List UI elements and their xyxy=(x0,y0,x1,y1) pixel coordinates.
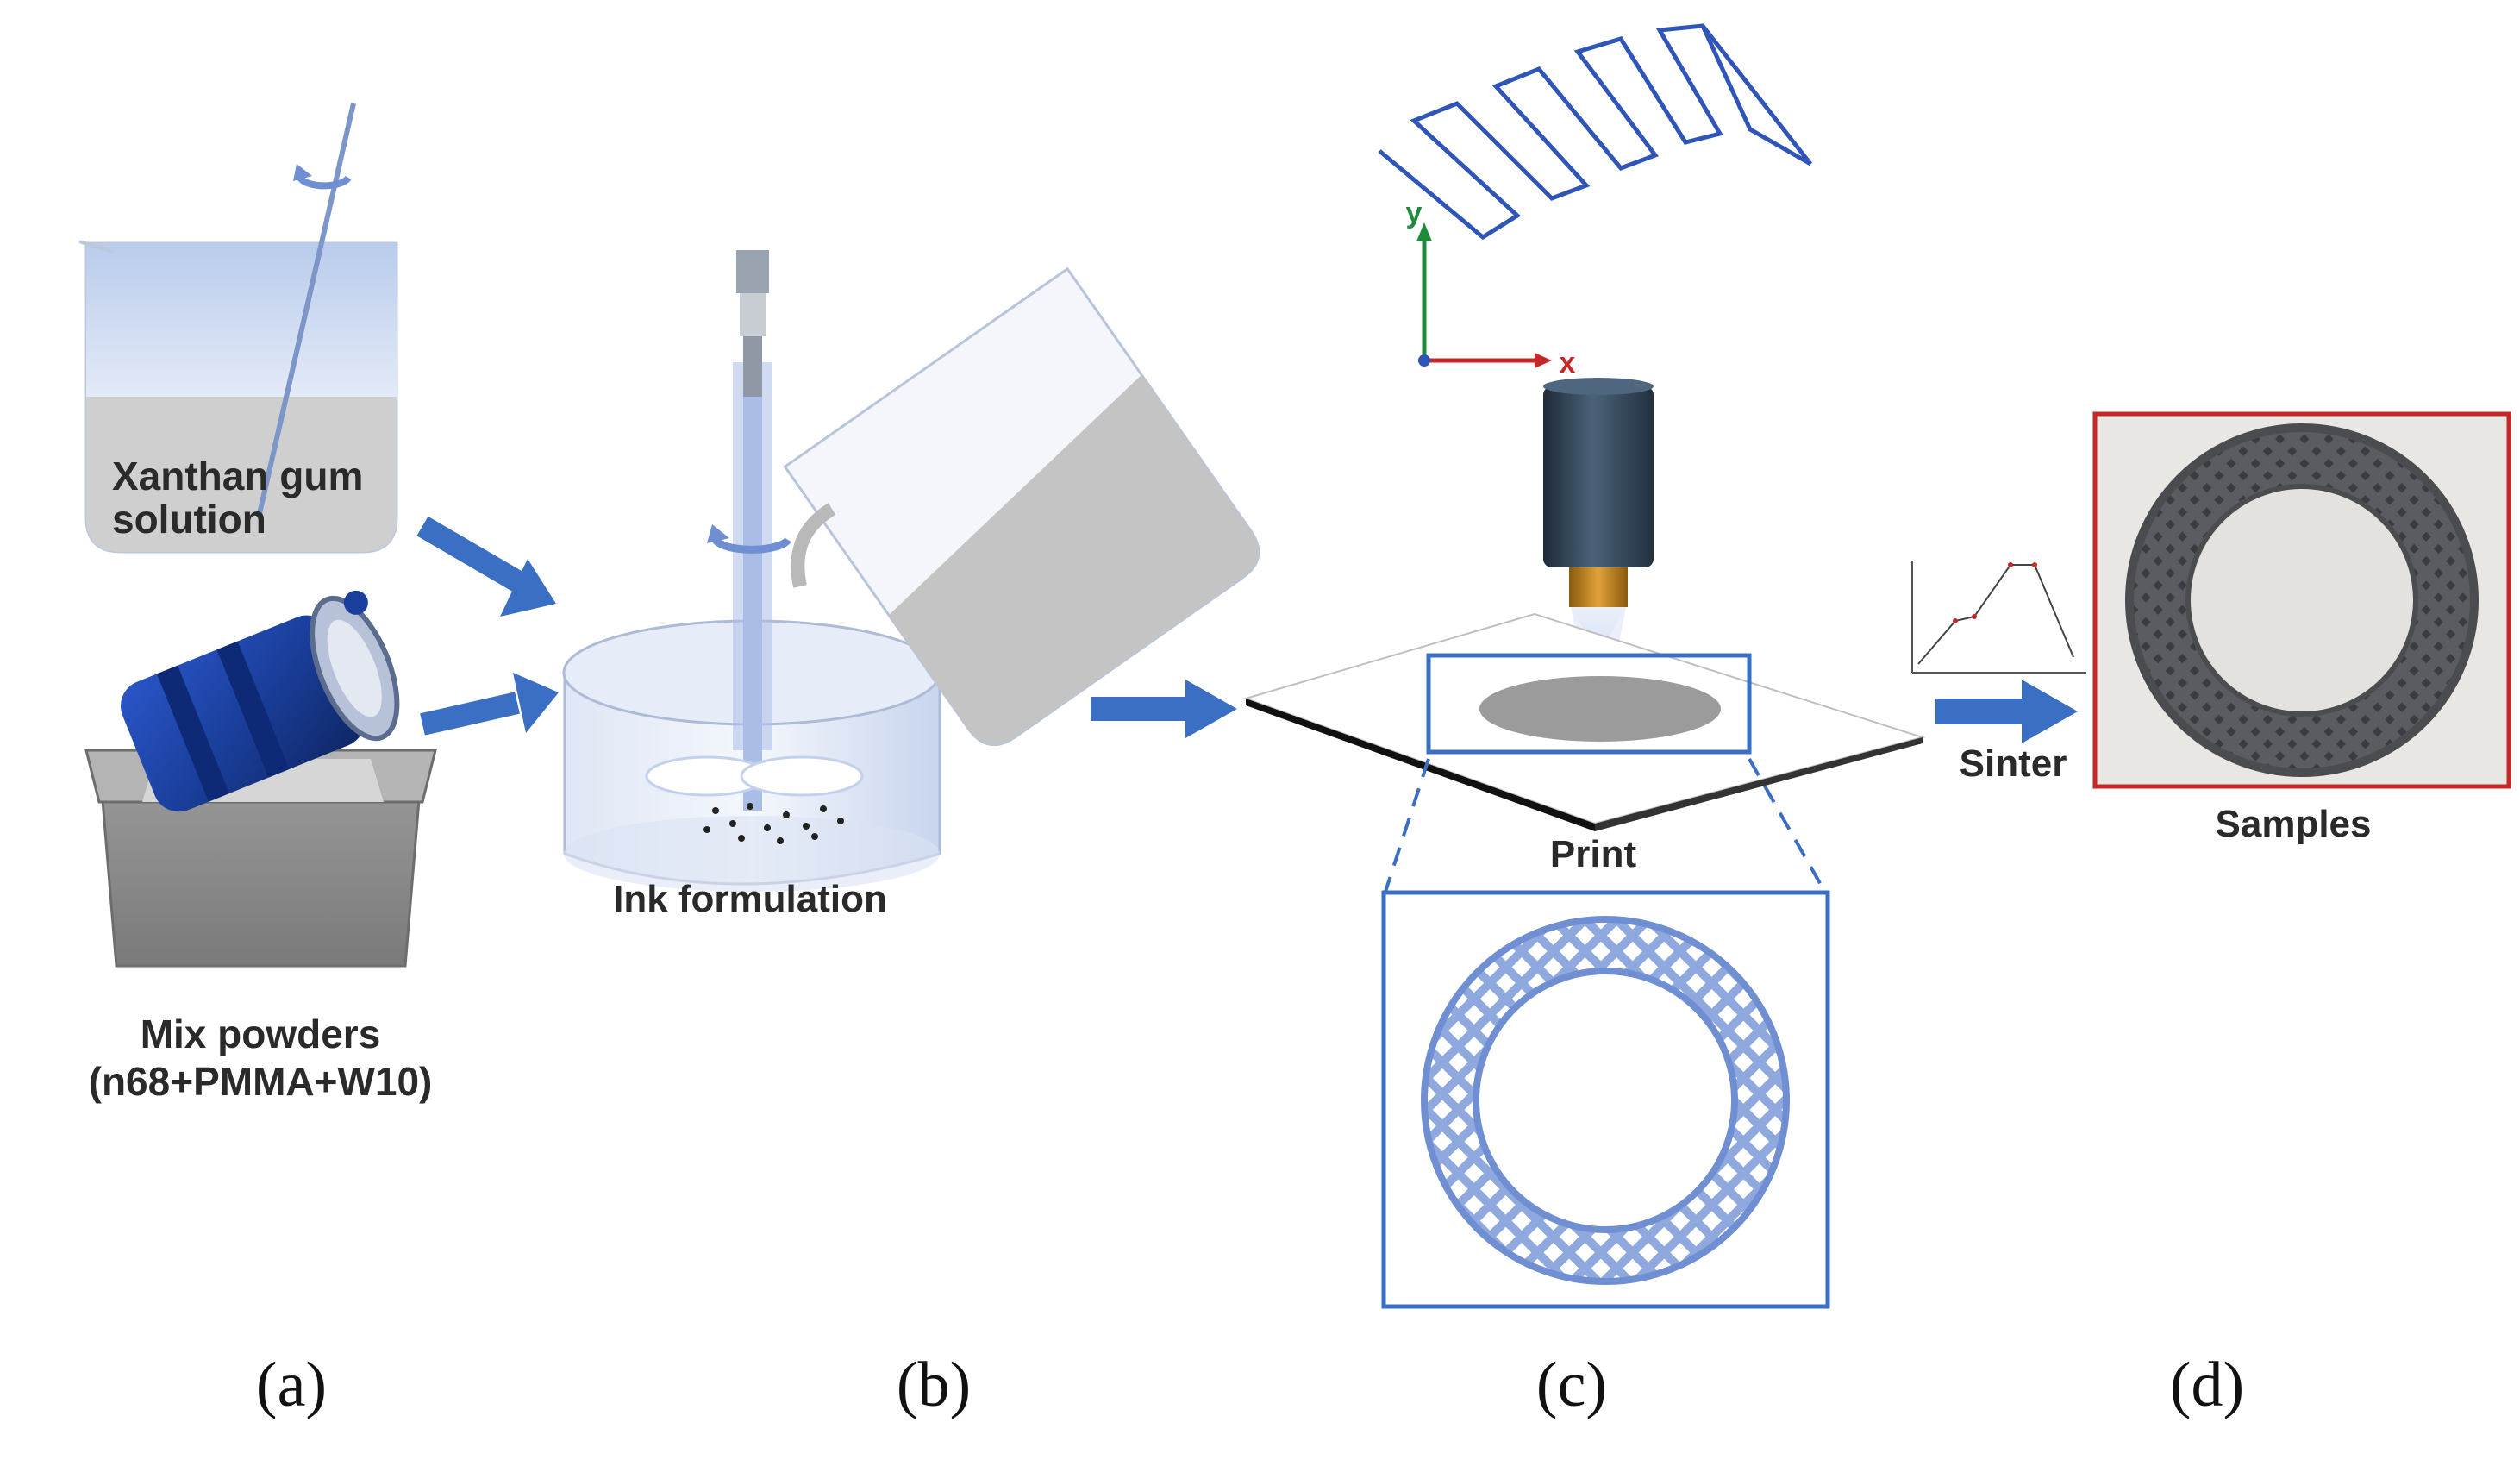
mix-powders-label: Mix powders xyxy=(141,1012,381,1056)
flow-arrow xyxy=(1091,680,1237,738)
xanthan-beaker-icon xyxy=(78,103,398,554)
print-path-icon xyxy=(1378,23,1812,241)
xanthan-label-line2: solution xyxy=(112,497,266,542)
ball-mill-jar-icon xyxy=(84,590,437,968)
zoom-connector xyxy=(1382,758,1829,898)
printed-ring-zoom xyxy=(1381,890,1830,1309)
mixing-tub-icon xyxy=(562,250,941,892)
panel-label-d: (d) xyxy=(2170,1350,2244,1420)
beaker-icon xyxy=(783,266,1260,746)
flow-arrow xyxy=(416,516,556,617)
axis-y-label: y xyxy=(1406,197,1423,229)
sintering-profile-icon xyxy=(1911,561,2086,674)
flow-arrow xyxy=(1935,680,2078,743)
ink-formulation-label: Ink formulation xyxy=(613,878,887,920)
xy-axis-icon: y x xyxy=(1406,197,1576,379)
print-label: Print xyxy=(1550,833,1637,875)
flow-arrow xyxy=(420,673,559,736)
xanthan-label: Xanthan gum xyxy=(112,454,363,498)
panel-label-a: (a) xyxy=(256,1350,327,1420)
build-plate xyxy=(1242,612,1926,831)
axis-x-label: x xyxy=(1560,347,1576,379)
mix-powders-formula: (n68+PMMA+W10) xyxy=(89,1059,433,1104)
sample-photo xyxy=(2092,411,2511,789)
sinter-label: Sinter xyxy=(1960,743,2067,785)
panel-label-c: (c) xyxy=(1536,1350,1607,1420)
samples-label: Samples xyxy=(2216,803,2372,845)
panel-label-b: (b) xyxy=(897,1350,971,1420)
